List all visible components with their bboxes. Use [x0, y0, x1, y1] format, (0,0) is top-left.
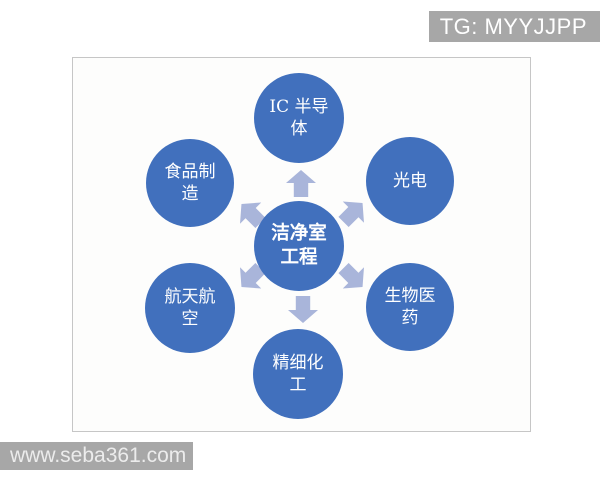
- diagram-panel: IC 半导 体 光电 生物医 药 精细化 工 航天航 空 食品制 造 洁净室 工…: [72, 57, 531, 432]
- arrow-up-icon: [286, 170, 316, 197]
- node-food-manufacturing: 食品制 造: [146, 139, 234, 227]
- node-fine-chemical: 精细化 工: [253, 329, 343, 419]
- node-optoelectronics: 光电: [366, 137, 454, 225]
- node-ic-semiconductor: IC 半导 体: [254, 73, 344, 163]
- arrow-down-icon: [288, 296, 318, 323]
- node-aerospace: 航天航 空: [145, 263, 235, 353]
- node-biopharmaceutical: 生物医 药: [366, 263, 454, 351]
- node-cleanroom-engineering-center: 洁净室 工程: [254, 201, 344, 291]
- watermark-top-right: TG: MYYJJPP: [428, 11, 600, 42]
- watermark-bottom-left: www.seba361.com: [0, 442, 193, 470]
